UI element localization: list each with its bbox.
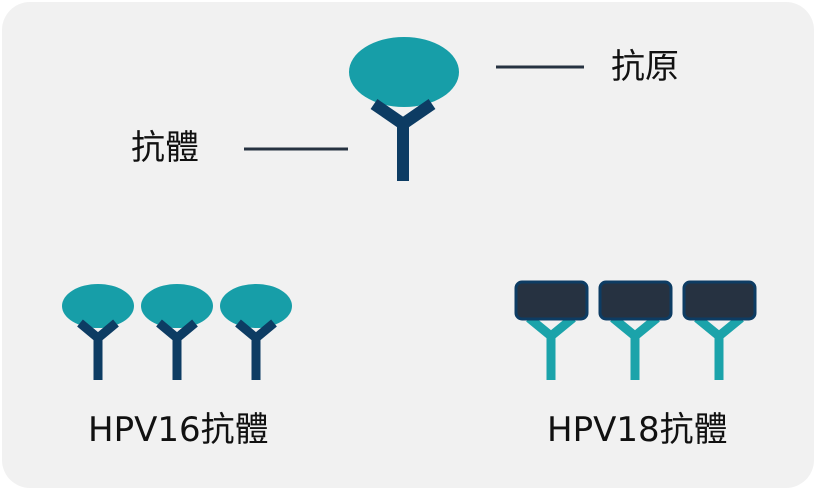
- hpv18-antigen-shape: [514, 280, 589, 321]
- hpv16-antibody-group: [62, 284, 292, 380]
- hpv16-antibody-3: [220, 284, 292, 380]
- hpv18-antibody-y-shape: [610, 314, 660, 380]
- legend-antigen-antibody: [244, 37, 584, 181]
- hpv16-antibody-2: [141, 284, 213, 380]
- hpv16-antibody-1: [62, 284, 134, 380]
- hpv16-antibody-y-shape: [235, 319, 277, 380]
- hpv18-antigen-shape: [598, 280, 673, 321]
- hpv16-antigen-shape: [62, 284, 134, 328]
- hpv18-antibody-label: HPV18抗體: [547, 410, 728, 450]
- hpv18-antibody-3: [682, 280, 757, 380]
- hpv16-antigen-shape: [220, 284, 292, 328]
- antibody-label: 抗體: [131, 128, 199, 168]
- hpv18-antibody-group: [514, 280, 757, 380]
- hpv16-antigen-shape: [141, 284, 213, 328]
- hpv16-antibody-y-shape: [77, 319, 119, 380]
- hpv18-antibody-y-shape: [694, 314, 744, 380]
- hpv18-antibody-2: [598, 280, 673, 380]
- hpv16-antibody-label: HPV16抗體: [88, 410, 269, 450]
- antigen-shape: [349, 37, 459, 107]
- hpv18-antibody-y-shape: [526, 314, 576, 380]
- hpv16-antibody-y-shape: [156, 319, 198, 380]
- antigen-label: 抗原: [611, 47, 679, 87]
- hpv18-antibody-1: [514, 280, 589, 380]
- hpv18-antigen-shape: [682, 280, 757, 321]
- antibody-y-shape: [370, 99, 436, 181]
